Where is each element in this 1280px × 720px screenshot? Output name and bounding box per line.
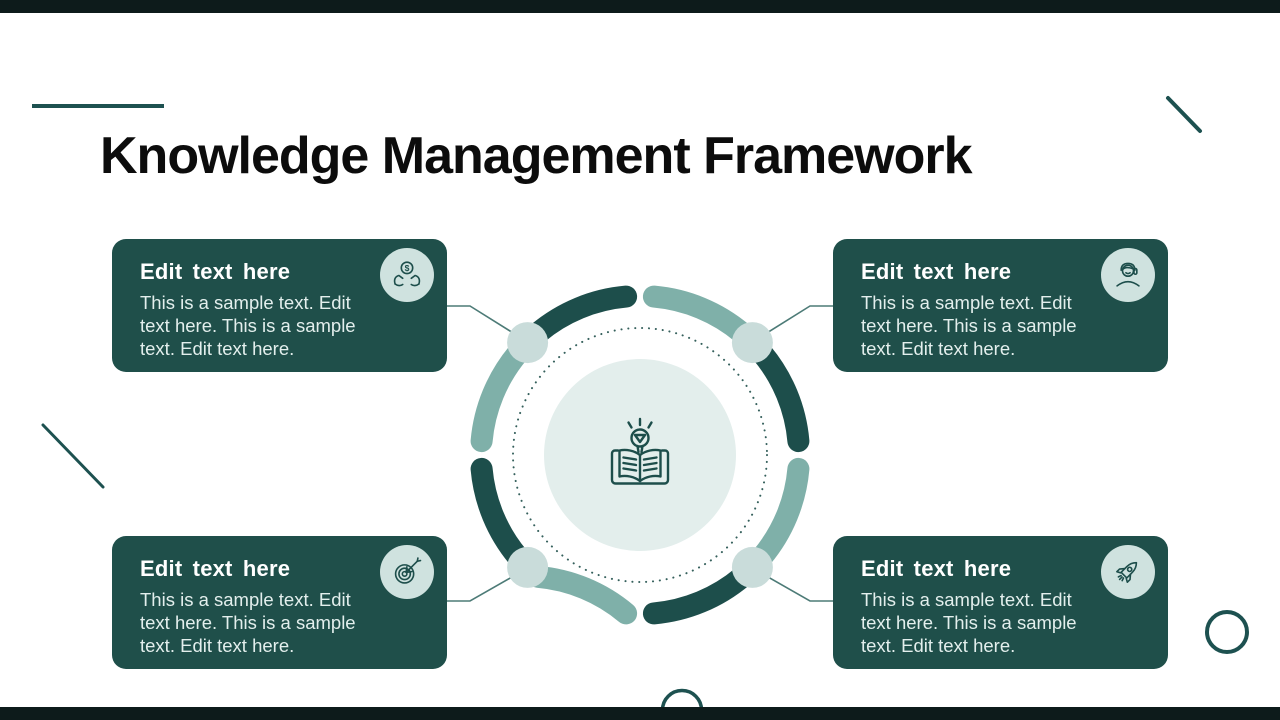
- card-body: This is a sample text. Edit text here. T…: [140, 588, 356, 657]
- card-body: This is a sample text. Edit text here. T…: [140, 291, 356, 360]
- customer-support-headset-icon: [1101, 248, 1155, 302]
- decor-diagonal-top-right: [1166, 96, 1202, 133]
- card-body-line: text here. This is a sample: [140, 612, 356, 633]
- card-body-line: text here. This is a sample: [861, 612, 1077, 633]
- decor-diagonal-left: [41, 423, 105, 489]
- card-body-line: This is a sample text. Edit: [861, 589, 1072, 610]
- dotted-circle: [512, 327, 768, 583]
- card-body-line: text. Edit text here.: [861, 635, 1016, 656]
- ring-segment-dark: [642, 565, 754, 625]
- slide-title: Knowledge Management Framework: [100, 127, 973, 185]
- hands-holding-coin-icon: $: [380, 248, 434, 302]
- card-body-line: text here. This is a sample: [140, 315, 356, 336]
- ring-node-bottom-right: [731, 546, 773, 588]
- open-book-lightbulb-icon: [610, 417, 670, 485]
- rocket-icon: [1101, 545, 1155, 599]
- ring-segment-dark: [526, 285, 638, 345]
- target-with-arrow-icon: [380, 545, 434, 599]
- ring-segment-sage: [750, 457, 810, 569]
- connector-top-left: [447, 305, 527, 342]
- ring-segment-dark: [750, 341, 810, 453]
- card-body-line: This is a sample text. Edit: [861, 292, 1072, 313]
- card-title: Edit text here: [140, 556, 291, 581]
- title-accent-line: [32, 104, 164, 108]
- connector-bottom-right: [753, 568, 833, 602]
- ring-node-top-left: [507, 322, 549, 364]
- card-body-line: This is a sample text. Edit: [140, 589, 351, 610]
- segmented-ring: [470, 285, 810, 625]
- svg-text:$: $: [405, 263, 410, 273]
- card-top-right: Edit text here This is a sample text. Ed…: [833, 239, 1168, 372]
- connectors: [447, 305, 833, 602]
- card-body: This is a sample text. Edit text here. T…: [861, 588, 1077, 657]
- top-edge-bar: [0, 0, 1280, 13]
- card-title: Edit text here: [140, 259, 291, 284]
- card-top-left: Edit text here This is a sample text. Ed…: [112, 239, 447, 372]
- bottom-edge-bar: [0, 707, 1280, 720]
- ring-segment-sage: [526, 565, 638, 625]
- card-title: Edit text here: [861, 259, 1012, 284]
- card-body-line: text. Edit text here.: [861, 338, 1016, 359]
- connector-top-right: [753, 305, 833, 342]
- card-body-line: text. Edit text here.: [140, 635, 295, 656]
- card-bottom-right: Edit text here This is a sample text. Ed…: [833, 536, 1168, 669]
- card-body-line: text here. This is a sample: [861, 315, 1077, 336]
- ring-nodes: [507, 322, 773, 588]
- card-body: This is a sample text. Edit text here. T…: [861, 291, 1077, 360]
- card-title: Edit text here: [861, 556, 1012, 581]
- card-bottom-left: Edit text here This is a sample text. Ed…: [112, 536, 447, 669]
- ring-segment-sage: [470, 341, 530, 453]
- ring-segment-dark: [470, 457, 530, 569]
- card-body-line: This is a sample text. Edit: [140, 292, 351, 313]
- ring-segment-sage: [642, 285, 754, 345]
- card-body-line: text. Edit text here.: [140, 338, 295, 359]
- ring-node-bottom-left: [507, 546, 549, 588]
- ring-node-top-right: [731, 322, 773, 364]
- connector-bottom-left: [447, 568, 527, 602]
- decor-circle-bottom-right: [1205, 610, 1249, 654]
